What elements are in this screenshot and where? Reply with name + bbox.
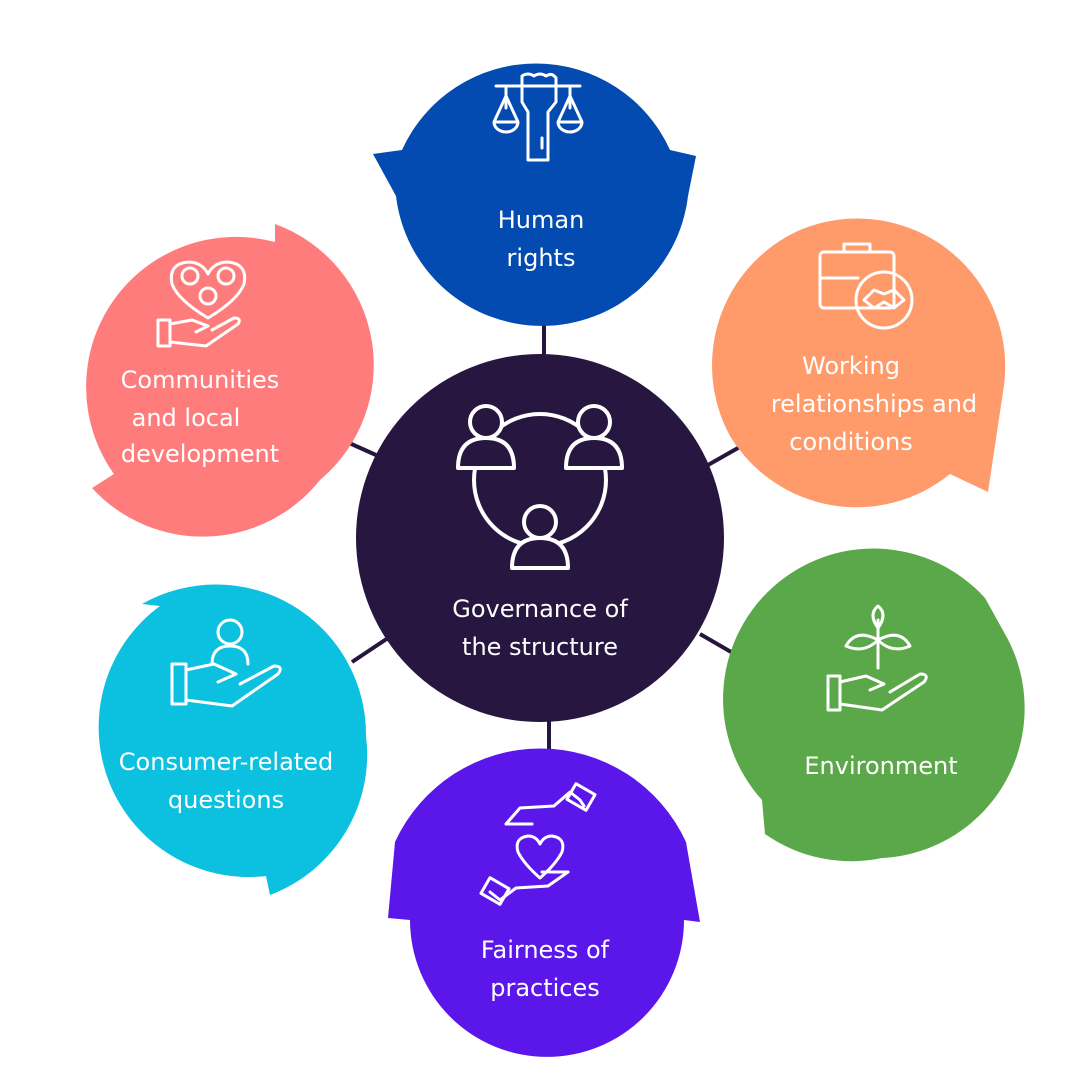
environment-label-1: Environment <box>804 752 957 780</box>
human-rights-blob <box>373 63 696 326</box>
hand-person-icon <box>170 618 282 708</box>
people-circle-icon <box>456 404 624 570</box>
connector-consumer <box>350 636 390 664</box>
consumer-label-1: Consumer-related <box>119 748 333 776</box>
topic-human-rights: Human rights <box>373 63 696 326</box>
working-label-2: relationships and <box>771 390 977 418</box>
human-rights-label-1: Human <box>498 206 585 234</box>
fairness-label-2: practices <box>490 974 600 1002</box>
topic-consumer: Consumer-related questions <box>98 584 368 895</box>
topic-environment: Environment <box>723 548 1025 862</box>
fist-scales-icon <box>492 72 584 162</box>
environment-blob <box>723 548 1025 862</box>
topic-fairness: Fairness of practices <box>388 748 700 1057</box>
consumer-blob <box>98 584 368 895</box>
consumer-label-2: questions <box>168 786 284 814</box>
communities-blob <box>86 224 374 537</box>
hand-plant-icon <box>826 604 928 712</box>
working-blob <box>712 212 1006 508</box>
communities-label-1: Communities <box>121 366 280 394</box>
working-label-1: Working <box>802 352 900 380</box>
topic-communities: Communities and local development <box>86 224 374 537</box>
communities-label-3: development <box>121 440 279 468</box>
working-label-3: conditions <box>789 428 912 456</box>
human-rights-label-2: rights <box>507 244 576 272</box>
topic-working-relationships: Working relationships and conditions <box>712 212 1006 508</box>
fairness-label-1: Fairness of <box>481 936 610 964</box>
center-node: Governance of the structure <box>356 354 724 722</box>
communities-label-2: and local <box>132 404 241 432</box>
hands-heart-icon <box>479 782 597 906</box>
fairness-blob <box>388 748 700 1057</box>
heart-people-hand-icon <box>156 260 247 348</box>
briefcase-handshake-icon <box>818 242 914 330</box>
center-label-1: Governance of <box>452 595 628 623</box>
center-label-2: the structure <box>462 633 618 661</box>
